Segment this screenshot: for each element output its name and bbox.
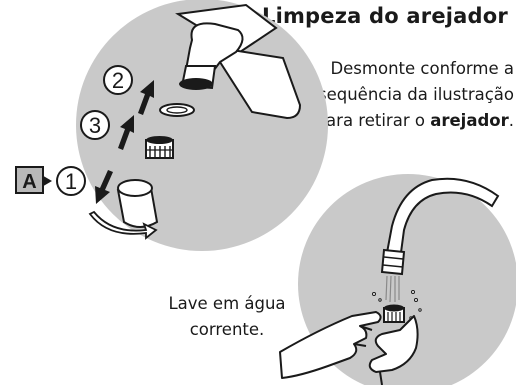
instruction-line-2: sequência da ilustração bbox=[318, 85, 514, 104]
aerator-cap bbox=[116, 179, 159, 228]
wash-line-2: corrente. bbox=[189, 320, 265, 339]
instruction-line-3-end: . bbox=[508, 111, 514, 130]
washing-illustration bbox=[279, 174, 516, 385]
water-stream bbox=[385, 275, 400, 303]
rotation-arrow bbox=[88, 210, 158, 240]
instruction-keyword: arejador bbox=[430, 111, 509, 130]
step-1-number: 1 bbox=[65, 169, 77, 194]
page-title: Limpeza do arejador bbox=[262, 4, 508, 28]
faucet-nozzle bbox=[380, 248, 406, 276]
instruction-line-1: Desmonte conforme a bbox=[330, 59, 514, 78]
tag-box bbox=[15, 166, 44, 194]
wash-note: Lave em água corrente. bbox=[146, 291, 308, 343]
step-2-number: 2 bbox=[112, 68, 124, 93]
hands bbox=[279, 311, 419, 385]
arrow-step-1 bbox=[95, 170, 113, 204]
instruction-text: Desmonte conforme a sequência da ilustra… bbox=[296, 56, 514, 134]
washer bbox=[159, 103, 195, 117]
step-1-circle bbox=[56, 166, 86, 196]
step-3-number: 3 bbox=[89, 113, 101, 138]
tag-letter: A bbox=[22, 171, 36, 193]
aerator-in-hand bbox=[383, 304, 405, 323]
aerator-mesh bbox=[145, 136, 174, 159]
step-2-circle bbox=[103, 65, 133, 95]
spout-outlet bbox=[179, 78, 213, 90]
faucet-spout-top bbox=[175, 3, 302, 120]
faucet-neck bbox=[384, 177, 500, 262]
wash-line-1: Lave em água bbox=[168, 294, 286, 313]
disassembly-illustration: 2 3 1 A bbox=[15, 0, 328, 251]
arrow-step-2 bbox=[138, 80, 154, 115]
step-3-circle bbox=[80, 110, 110, 140]
instruction-line-3: para retirar o bbox=[315, 111, 431, 130]
arrow-step-3 bbox=[118, 115, 134, 150]
